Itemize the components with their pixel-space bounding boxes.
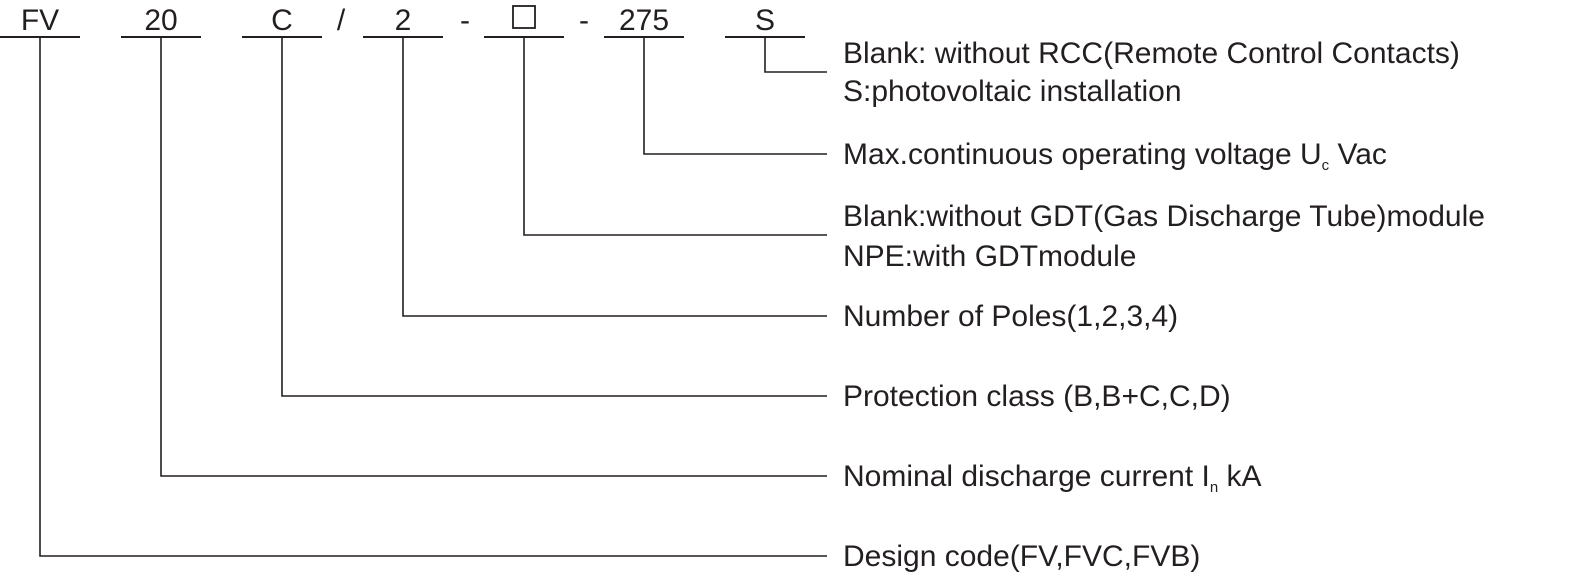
code-segment-rcc: S (755, 4, 775, 37)
description-voltage-subscript: c (1322, 157, 1330, 174)
description-current-subscript: n (1210, 479, 1218, 496)
code-separator-slash: / (337, 4, 346, 37)
code-separator-dash: - (579, 4, 589, 37)
description-class: Protection class (B,B+C,C,D) (843, 380, 1231, 413)
connector-current (160, 37, 827, 477)
connector-rcc (764, 37, 827, 73)
description-gdt-line1: Blank:without GDT(Gas Discharge Tube)mod… (843, 200, 1485, 233)
description-poles: Number of Poles(1,2,3,4) (843, 300, 1178, 333)
description-voltage: Max.continuous operating voltage Uc Vac (843, 138, 1387, 174)
description-design: Design code(FV,FVC,FVB) (843, 540, 1200, 573)
description-current-unit: kA (1218, 460, 1261, 493)
connector-class (281, 37, 827, 397)
code-segment-voltage: 275 (619, 4, 669, 37)
description-rcc-line2: S:photovoltaic installation (843, 75, 1182, 108)
description-gdt-line2: NPE:with GDTmodule (843, 240, 1136, 273)
code-segment-fv: FV (21, 4, 59, 37)
code-segment-20: 20 (144, 4, 177, 37)
connector-voltage (643, 37, 827, 155)
connector-gdt (523, 37, 827, 236)
connector-design (39, 37, 827, 557)
code-segment-c: C (271, 4, 293, 37)
code-separator-dash: - (460, 4, 470, 37)
description-current: Nominal discharge current In kA (843, 460, 1262, 496)
description-voltage-text: Max.continuous operating voltage U (843, 138, 1322, 171)
description-voltage-unit: Vac (1329, 138, 1387, 171)
code-segment-gdt-empty-box (512, 5, 536, 29)
connector-poles (402, 37, 827, 317)
code-segment-poles: 2 (395, 4, 412, 37)
description-current-text: Nominal discharge current I (843, 460, 1210, 493)
description-rcc-line1: Blank: without RCC(Remote Control Contac… (843, 37, 1460, 70)
